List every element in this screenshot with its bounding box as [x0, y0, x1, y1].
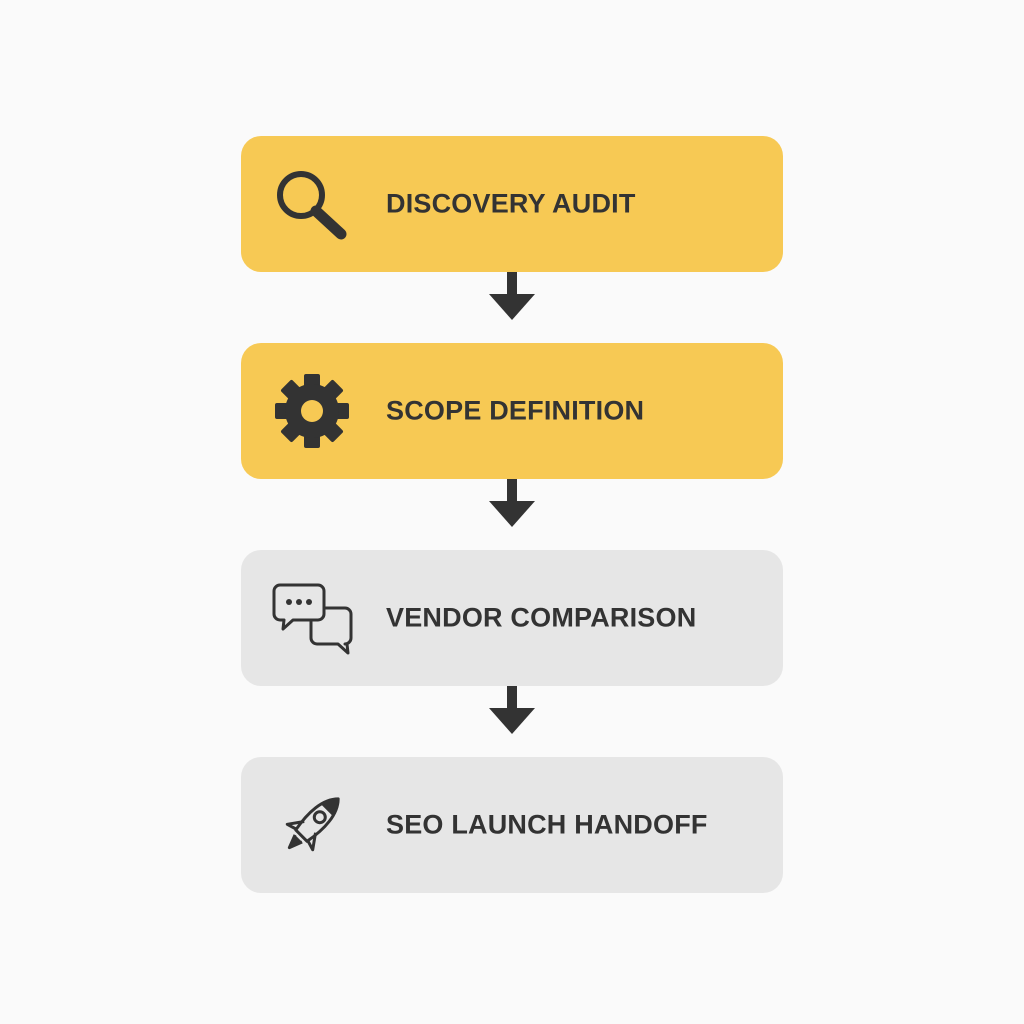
flow-arrow — [241, 686, 783, 757]
step-label: DISCOVERY AUDIT — [386, 188, 636, 219]
step-label: SCOPE DEFINITION — [386, 395, 645, 426]
step-seo-launch-handoff: SEO LAUNCH HANDOFF — [241, 757, 783, 893]
step-label: SEO LAUNCH HANDOFF — [386, 809, 708, 840]
step-discovery-audit: DISCOVERY AUDIT — [241, 136, 783, 272]
step-scope-definition: SCOPE DEFINITION — [241, 343, 783, 479]
gear-icon — [271, 370, 353, 452]
process-flow: DISCOVERY AUDIT — [241, 136, 783, 893]
step-vendor-comparison: VENDOR COMPARISON — [241, 550, 783, 686]
step-label: VENDOR COMPARISON — [386, 602, 697, 633]
flow-arrow — [241, 479, 783, 550]
search-icon — [271, 163, 353, 245]
chat-bubbles-icon — [271, 577, 353, 659]
flow-arrow — [241, 272, 783, 343]
rocket-icon — [271, 784, 353, 866]
